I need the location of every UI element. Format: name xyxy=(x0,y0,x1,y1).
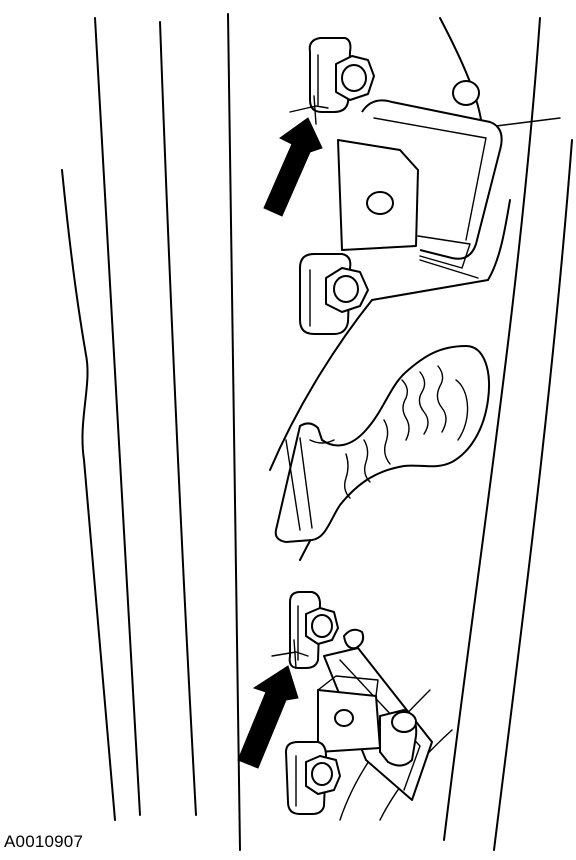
upper-arrow-icon xyxy=(263,117,323,217)
bottom-clip xyxy=(285,741,341,815)
upper-clip xyxy=(308,37,375,113)
flex-boot xyxy=(274,345,490,543)
lower-arrow-icon xyxy=(237,665,299,769)
figure-id-label: A0010907 xyxy=(4,832,84,851)
tab-marks xyxy=(271,95,329,669)
lower-bracket xyxy=(317,647,433,801)
middle-clip-1 xyxy=(299,253,369,335)
panel-contours xyxy=(61,13,573,851)
lower-clip xyxy=(288,591,365,669)
upper-bracket xyxy=(337,80,503,279)
